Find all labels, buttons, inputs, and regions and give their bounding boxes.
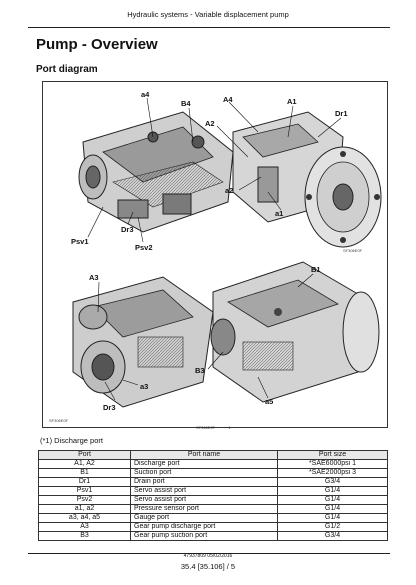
cell-port-size: G1/4	[277, 495, 388, 505]
cell-port: a3, a4, a5	[38, 513, 131, 523]
pump-illustrations: a4 B4 A4 A1 Dr1 A2 a2 a1 Psv1 Dr3 Psv2 A…	[49, 90, 382, 423]
cell-port-name: Servo assist port	[130, 486, 278, 496]
cell-port-size: G1/4	[277, 486, 388, 496]
table-row: Dr1 Drain port G3/4	[38, 477, 388, 487]
table-row: A1, A2 Discharge port *SAE6000psi 1	[38, 459, 388, 469]
cell-port: Psv1	[38, 486, 131, 496]
footer-page-reference: 35.4 [35.106] / 5	[180, 562, 236, 571]
cell-port: Dr1	[38, 477, 131, 487]
callout-b4: B4	[181, 99, 191, 108]
pump-view-front-left	[78, 111, 234, 233]
cell-port: A1, A2	[38, 459, 131, 469]
callout-dr3: Dr3	[103, 403, 116, 412]
callout-dr3-upper: Dr3	[121, 225, 134, 234]
section-title: Port diagram	[36, 64, 98, 75]
callout-a4-right: A4	[223, 95, 233, 104]
cell-port-size: G3/4	[277, 531, 388, 541]
callout-dr1: Dr1	[335, 109, 348, 118]
pump-view-lower-right	[210, 261, 380, 403]
callout-psv2: Psv2	[135, 243, 153, 252]
cell-port-name: Drain port	[130, 477, 278, 487]
callout-b3: B3	[195, 366, 205, 375]
callout-a2-lower: a2	[225, 186, 233, 195]
footer-rule	[28, 553, 390, 554]
cell-port-name: Suction port	[130, 468, 278, 478]
callout-a1: A1	[287, 97, 297, 106]
callout-a3: A3	[89, 273, 99, 282]
pump-view-rear-right	[232, 111, 382, 248]
table-row: Psv1 Servo assist port G1/4	[38, 486, 388, 496]
cell-port-name: Servo assist port	[130, 495, 278, 505]
cell-port-size: G1/2	[277, 522, 388, 532]
callout-b1: B1	[311, 265, 321, 274]
figure-caption: SF306E0F 1	[196, 425, 230, 430]
port-table: Port Port name Port size A1, A2 Discharg…	[38, 450, 388, 541]
footnote-discharge: (*1) Discharge port	[40, 436, 103, 445]
cell-port-size: G1/4	[277, 513, 388, 523]
pump-view-lower-left	[72, 276, 214, 408]
table-row: A3 Gear pump discharge port G1/2	[38, 522, 388, 532]
cell-port-name: Gear pump discharge port	[130, 522, 278, 532]
callout-a4: a4	[141, 90, 150, 99]
callout-a5: a5	[265, 397, 273, 406]
cell-port-name: Gear pump suction port	[130, 531, 278, 541]
image-code-top: SF306E0F	[343, 248, 363, 253]
cell-port-name: Discharge port	[130, 459, 278, 469]
cell-port-size: G1/4	[277, 504, 388, 514]
cell-port: Psv2	[38, 495, 131, 505]
footer-doc-code: 47937809 05/02/2016	[183, 553, 233, 559]
column-header-port: Port	[38, 450, 131, 460]
table-header-row: Port Port name Port size	[38, 450, 388, 460]
table-row: a1, a2 Pressure sensor port G1/4	[38, 504, 388, 514]
page-title: Pump - Overview	[36, 36, 158, 53]
column-header-port-name: Port name	[130, 450, 278, 460]
table-row: a3, a4, a5 Gauge port G1/4	[38, 513, 388, 523]
cell-port: B3	[38, 531, 131, 541]
cell-port-name: Gauge port	[130, 513, 278, 523]
cell-port: a1, a2	[38, 504, 131, 514]
cell-port-size: *SAE2000psi 3	[277, 468, 388, 478]
callout-a1-lower: a1	[275, 209, 283, 218]
callout-psv1: Psv1	[71, 237, 89, 246]
cell-port: A3	[38, 522, 131, 532]
table-row: B3 Gear pump suction port G3/4	[38, 531, 388, 541]
leader-lines	[87, 97, 342, 401]
cell-port-size: G3/4	[277, 477, 388, 487]
figure-number: 1	[228, 425, 231, 430]
cell-port-size: *SAE6000psi 1	[277, 459, 388, 469]
cell-port-name: Pressure sensor port	[130, 504, 278, 514]
port-diagram: a4 B4 A4 A1 Dr1 A2 a2 a1 Psv1 Dr3 Psv2 A…	[42, 81, 388, 428]
callout-a2: A2	[205, 119, 215, 128]
document-header: Hydraulic systems - Variable displacemen…	[127, 10, 289, 19]
table-row: Psv2 Servo assist port G1/4	[38, 495, 388, 505]
header-rule	[28, 27, 390, 28]
figure-code: SF306E0F	[196, 425, 216, 430]
callout-a3-lower: a3	[140, 382, 148, 391]
image-code-bottom: SF306E0F	[49, 418, 69, 423]
cell-port: B1	[38, 468, 131, 478]
column-header-port-size: Port size	[277, 450, 388, 460]
table-row: B1 Suction port *SAE2000psi 3	[38, 468, 388, 478]
